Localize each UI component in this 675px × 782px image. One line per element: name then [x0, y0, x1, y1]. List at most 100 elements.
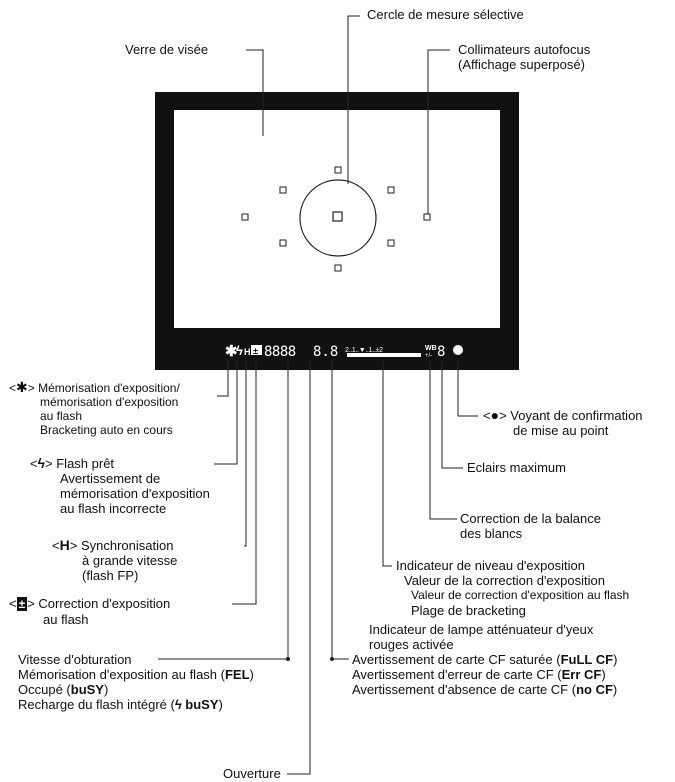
label-wb-line2: des blancs: [460, 526, 523, 541]
label-vitesse-line1: Vitesse d'obturation: [18, 652, 132, 667]
leader-cercle: [347, 15, 360, 184]
label-memorisation-line3: au flash: [40, 409, 83, 423]
label-lampe-line2: rouges activée: [369, 637, 454, 652]
leader-h: [244, 360, 247, 547]
af-point-lower-left: [279, 239, 287, 247]
exposure-level-bar: [347, 353, 421, 357]
label-niveau-line1: Indicateur de niveau d'exposition: [396, 558, 585, 573]
label-niveau-line3: Valeur de correction d'exposition au fla…: [411, 588, 630, 602]
label-vitesse-line3: Occupé (buSY): [18, 682, 254, 697]
leader-verre: [246, 49, 264, 136]
label-cf-line3: Avertissement d'absence de carte CF (no …: [352, 682, 617, 697]
label-flash-line3: mémorisation d'exposition: [60, 486, 210, 501]
af-point-top: [334, 166, 342, 174]
label-sync-text1: Synchronisation: [80, 538, 174, 553]
label-memorisation-line1: <✱> Mémorisation d'exposition/: [9, 379, 180, 395]
label-vitesse-line2: Mémorisation d'exposition au flash (FEL): [18, 667, 254, 682]
exposure-scale: 2..1..▼..1..±2: [345, 347, 383, 354]
label-vitesse-line3-text: Occupé (: [18, 682, 71, 697]
wb-correction-icon: WB: [425, 345, 437, 352]
label-flash-text1: Flash prêt: [56, 456, 115, 471]
af-point-right: [423, 213, 431, 221]
af-point-bottom: [334, 264, 342, 272]
label-vitesse-line4-paren: ): [218, 697, 223, 712]
af-point-lower-right: [387, 239, 395, 247]
label-flash-line4: au flash incorrecte: [60, 501, 167, 516]
label-memorisation-exposition: <✱> Mémorisation d'exposition/ mémorisat…: [9, 380, 180, 437]
leader-memorisation: [217, 360, 229, 397]
aperture-digits: 8.8: [313, 344, 338, 360]
star-icon: ✱: [16, 379, 28, 395]
label-cf-line2: Avertissement d'erreur de carte CF (Err …: [352, 667, 617, 682]
label-cf-line1: Avertissement de carte CF saturée (FuLL …: [352, 652, 617, 667]
leader-collimateurs: [427, 49, 450, 214]
label-vitesse-line4: Recharge du flash intégré (ϟ buSY): [18, 697, 254, 712]
label-vitesse-line2-code: FEL: [224, 667, 250, 682]
label-lampe-line1: Indicateur de lampe atténuateur d'yeux: [369, 622, 594, 637]
focus-confirmation-dot: [453, 345, 463, 355]
max-burst-digit: 8: [437, 344, 445, 360]
label-balance-blancs: Correction de la balance des blancs: [460, 511, 601, 541]
label-sync-line1: <H> Synchronisation: [52, 537, 174, 554]
label-collimateurs-line1: Collimateurs autofocus: [458, 42, 591, 57]
label-vitesse-line4-text: Recharge du flash intégré (: [18, 697, 175, 712]
label-memorisation-text1: Mémorisation d'exposition/: [38, 381, 180, 395]
leader-vitesse-dot: [286, 657, 290, 661]
label-voyant-mise-au-point: <●> Voyant de confirmation de mise au po…: [483, 407, 643, 439]
label-cf-line3-text: Avertissement d'absence de carte CF (: [352, 682, 577, 697]
leader-eclairs: [441, 360, 463, 469]
label-collimateurs-line2: (Affichage superposé): [458, 57, 585, 72]
high-speed-sync-icon: H: [244, 347, 251, 357]
leader-niveau: [382, 360, 392, 567]
flash-exposure-comp-icon: [251, 345, 262, 355]
h-icon: H: [59, 537, 70, 553]
label-vitesse-line4-code: ϟ buSY: [174, 697, 219, 712]
label-ouverture: Ouverture: [223, 766, 281, 781]
label-cf-line2-paren: ): [601, 667, 606, 682]
label-verre-visee: Verre de visée: [125, 42, 209, 57]
wb-correction-sign: +/-: [425, 353, 432, 359]
af-point-upper-right: [387, 186, 395, 194]
label-flash-pret: <ϟ> Flash prêt Avertissement de mémorisa…: [30, 455, 210, 517]
label-avertissement-cf: Avertissement de carte CF saturée (FuLL …: [352, 652, 617, 697]
leader-cf-dot: [330, 657, 334, 661]
label-cf-line2-text: Avertissement d'erreur de carte CF (: [352, 667, 562, 682]
spot-metering-circle: [299, 179, 377, 257]
label-voyant-line2: de mise au point: [513, 423, 609, 438]
label-cf-line1-text: Avertissement de carte CF saturée (: [352, 652, 561, 667]
af-point-left: [241, 213, 249, 221]
label-correction-flash: <±> Correction d'exposition au flash: [9, 596, 170, 627]
focusing-screen: [174, 110, 500, 328]
label-indicateur-niveau: Indicateur de niveau d'exposition Valeur…: [396, 558, 629, 618]
leader-correction-flash: [232, 360, 257, 605]
label-eclairs-maximum: Eclairs maximum: [467, 460, 566, 475]
label-vitesse-line2-text: Mémorisation d'exposition au flash (: [18, 667, 225, 682]
af-point-center: [332, 211, 343, 222]
ae-lock-icon: ✱: [225, 343, 238, 360]
label-cf-line1-code: FuLL CF: [560, 652, 614, 667]
label-vitesse-line3-code: buSY: [70, 682, 104, 697]
label-cf-line3-code: no CF: [576, 682, 613, 697]
label-correction-text1: Correction d'exposition: [38, 596, 171, 611]
label-sync-line2: à grande vitesse: [82, 553, 178, 568]
label-correction-line1: <±> Correction d'exposition: [9, 596, 171, 611]
label-flash-line2: Avertissement de: [60, 471, 161, 486]
label-niveau-line2: Valeur de la correction d'exposition: [404, 573, 605, 588]
focus-dot-icon: ●: [490, 407, 500, 423]
leader-cf: [331, 360, 349, 660]
label-voyant-line1: <●> Voyant de confirmation: [483, 407, 643, 424]
label-lampe-yeux-rouges: Indicateur de lampe atténuateur d'yeux r…: [369, 622, 593, 652]
shutter-speed-digits: 8888: [264, 344, 296, 360]
leader-lines: [158, 15, 478, 775]
label-niveau-line4: Plage de bracketing: [411, 603, 526, 618]
label-memorisation-line4: Bracketing auto en cours: [40, 423, 173, 437]
label-synchronisation: <H> Synchronisation à grande vitesse (fl…: [52, 537, 178, 584]
leader-wb: [429, 360, 457, 520]
label-cf-line1-paren: ): [613, 652, 618, 667]
af-point-upper-left: [279, 186, 287, 194]
label-wb-line1: Correction de la balance: [460, 511, 601, 526]
label-vitesse-line3-paren: ): [103, 682, 109, 697]
leader-flash: [214, 360, 238, 465]
label-flash-line1: <ϟ> Flash prêt: [30, 455, 115, 472]
